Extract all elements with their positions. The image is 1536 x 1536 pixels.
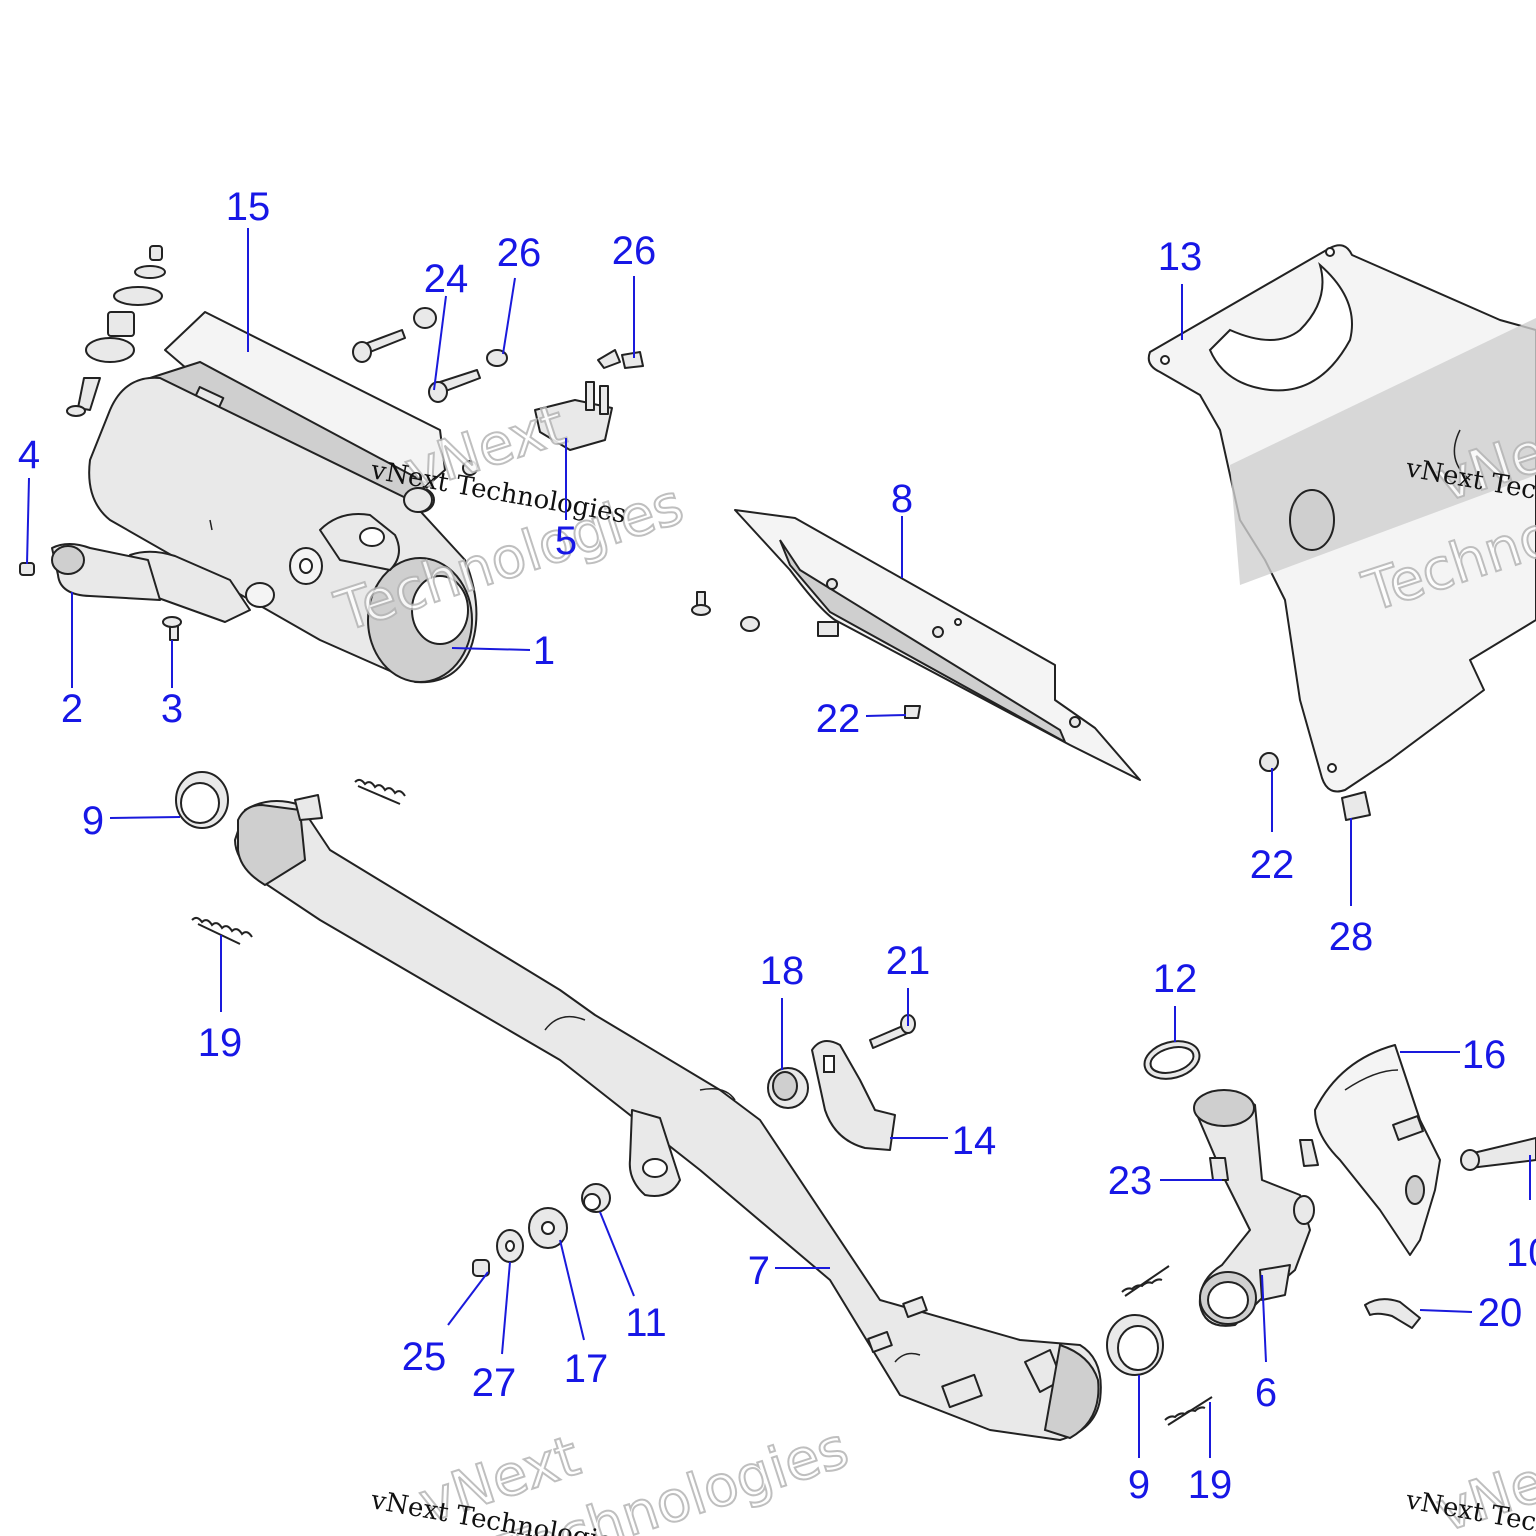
- callouts: 15 24 26 26 5 4 2 3 1 13 8 22 22 28 9 19…: [18, 185, 1536, 1507]
- callout-15[interactable]: 15: [226, 185, 271, 229]
- callout-9-right[interactable]: 9: [1128, 1463, 1150, 1507]
- callout-28[interactable]: 28: [1329, 915, 1374, 959]
- callout-14[interactable]: 14: [952, 1119, 997, 1163]
- upper-spring: [354, 778, 406, 805]
- watermark-bottom: vNext Technologies vNext Technologies: [368, 1414, 857, 1536]
- part-17-washer: [528, 1207, 568, 1249]
- callout-26-right[interactable]: 26: [612, 229, 657, 273]
- callout-27[interactable]: 27: [472, 1361, 517, 1405]
- callout-17[interactable]: 17: [564, 1347, 609, 1391]
- part-19-spring-left: [191, 916, 253, 945]
- part-1-muffler: [88, 376, 478, 684]
- callout-22-right[interactable]: 22: [1250, 843, 1295, 887]
- callout-8[interactable]: 8: [891, 477, 913, 521]
- callout-19-left[interactable]: 19: [198, 1021, 243, 1065]
- part-27-washer: [496, 1229, 524, 1263]
- callout-21[interactable]: 21: [886, 939, 931, 983]
- callout-20[interactable]: 20: [1478, 1291, 1523, 1335]
- callout-26-left[interactable]: 26: [497, 231, 542, 275]
- part-12-gasket: [1143, 1040, 1201, 1080]
- callout-24[interactable]: 24: [424, 257, 469, 301]
- watermark-bottom-right: vNext vNext Technologies: [1403, 1432, 1536, 1536]
- part-13-heat-shield: [1147, 244, 1536, 793]
- callout-10[interactable]: 10: [1506, 1231, 1536, 1275]
- part-15-muffler-shield: [147, 311, 446, 507]
- part-19-spring-right: [1164, 1396, 1213, 1426]
- part-25-nut: [472, 1259, 490, 1277]
- callout-3[interactable]: 3: [161, 687, 183, 731]
- callout-16[interactable]: 16: [1462, 1033, 1507, 1077]
- callout-19-right[interactable]: 19: [1188, 1463, 1233, 1507]
- shield-bolts: [691, 591, 1371, 821]
- part-16-header-shield: [1314, 1044, 1441, 1256]
- muffler-mount-grommets: [66, 245, 166, 417]
- callout-11[interactable]: 11: [625, 1301, 667, 1345]
- part-4-nut: [19, 562, 35, 576]
- part-10-o2-sensor: [1460, 1137, 1536, 1171]
- part-7-exhaust-pipe: [234, 794, 1102, 1441]
- callout-1[interactable]: 1: [533, 629, 555, 673]
- part-8-pipe-shield: [734, 509, 1141, 781]
- part-20-clamp: [1364, 1298, 1421, 1329]
- part-9-gasket-left: [175, 771, 229, 829]
- callout-12[interactable]: 12: [1153, 957, 1198, 1001]
- callout-25[interactable]: 25: [402, 1335, 447, 1379]
- callout-6[interactable]: 6: [1255, 1371, 1277, 1415]
- part-2-inlet-tube: [51, 543, 161, 601]
- callout-18[interactable]: 18: [760, 949, 805, 993]
- part-18-bushing: [767, 1067, 809, 1109]
- muffler-grommet: [403, 487, 433, 513]
- part-3-bolt: [162, 616, 182, 641]
- part-26-clips: [486, 349, 644, 369]
- part-6-header-pipe: [1193, 1089, 1315, 1327]
- leader-lines: [26, 228, 1531, 1458]
- callout-2[interactable]: 2: [61, 687, 83, 731]
- part-11-spacer: [581, 1183, 611, 1213]
- callout-13[interactable]: 13: [1158, 235, 1203, 279]
- header-bolts: [1209, 1139, 1319, 1181]
- spring-mid: [1121, 1265, 1170, 1297]
- callout-22-left[interactable]: 22: [816, 697, 861, 741]
- callout-7[interactable]: 7: [748, 1249, 770, 1293]
- part-14-bracket: [811, 1040, 896, 1151]
- part-5-bracket: [534, 381, 613, 451]
- part-9-gasket-right: [1106, 1314, 1164, 1376]
- callout-5[interactable]: 5: [555, 519, 577, 563]
- callout-23[interactable]: 23: [1108, 1159, 1153, 1203]
- callout-9-left[interactable]: 9: [82, 799, 104, 843]
- callout-4[interactable]: 4: [18, 433, 40, 477]
